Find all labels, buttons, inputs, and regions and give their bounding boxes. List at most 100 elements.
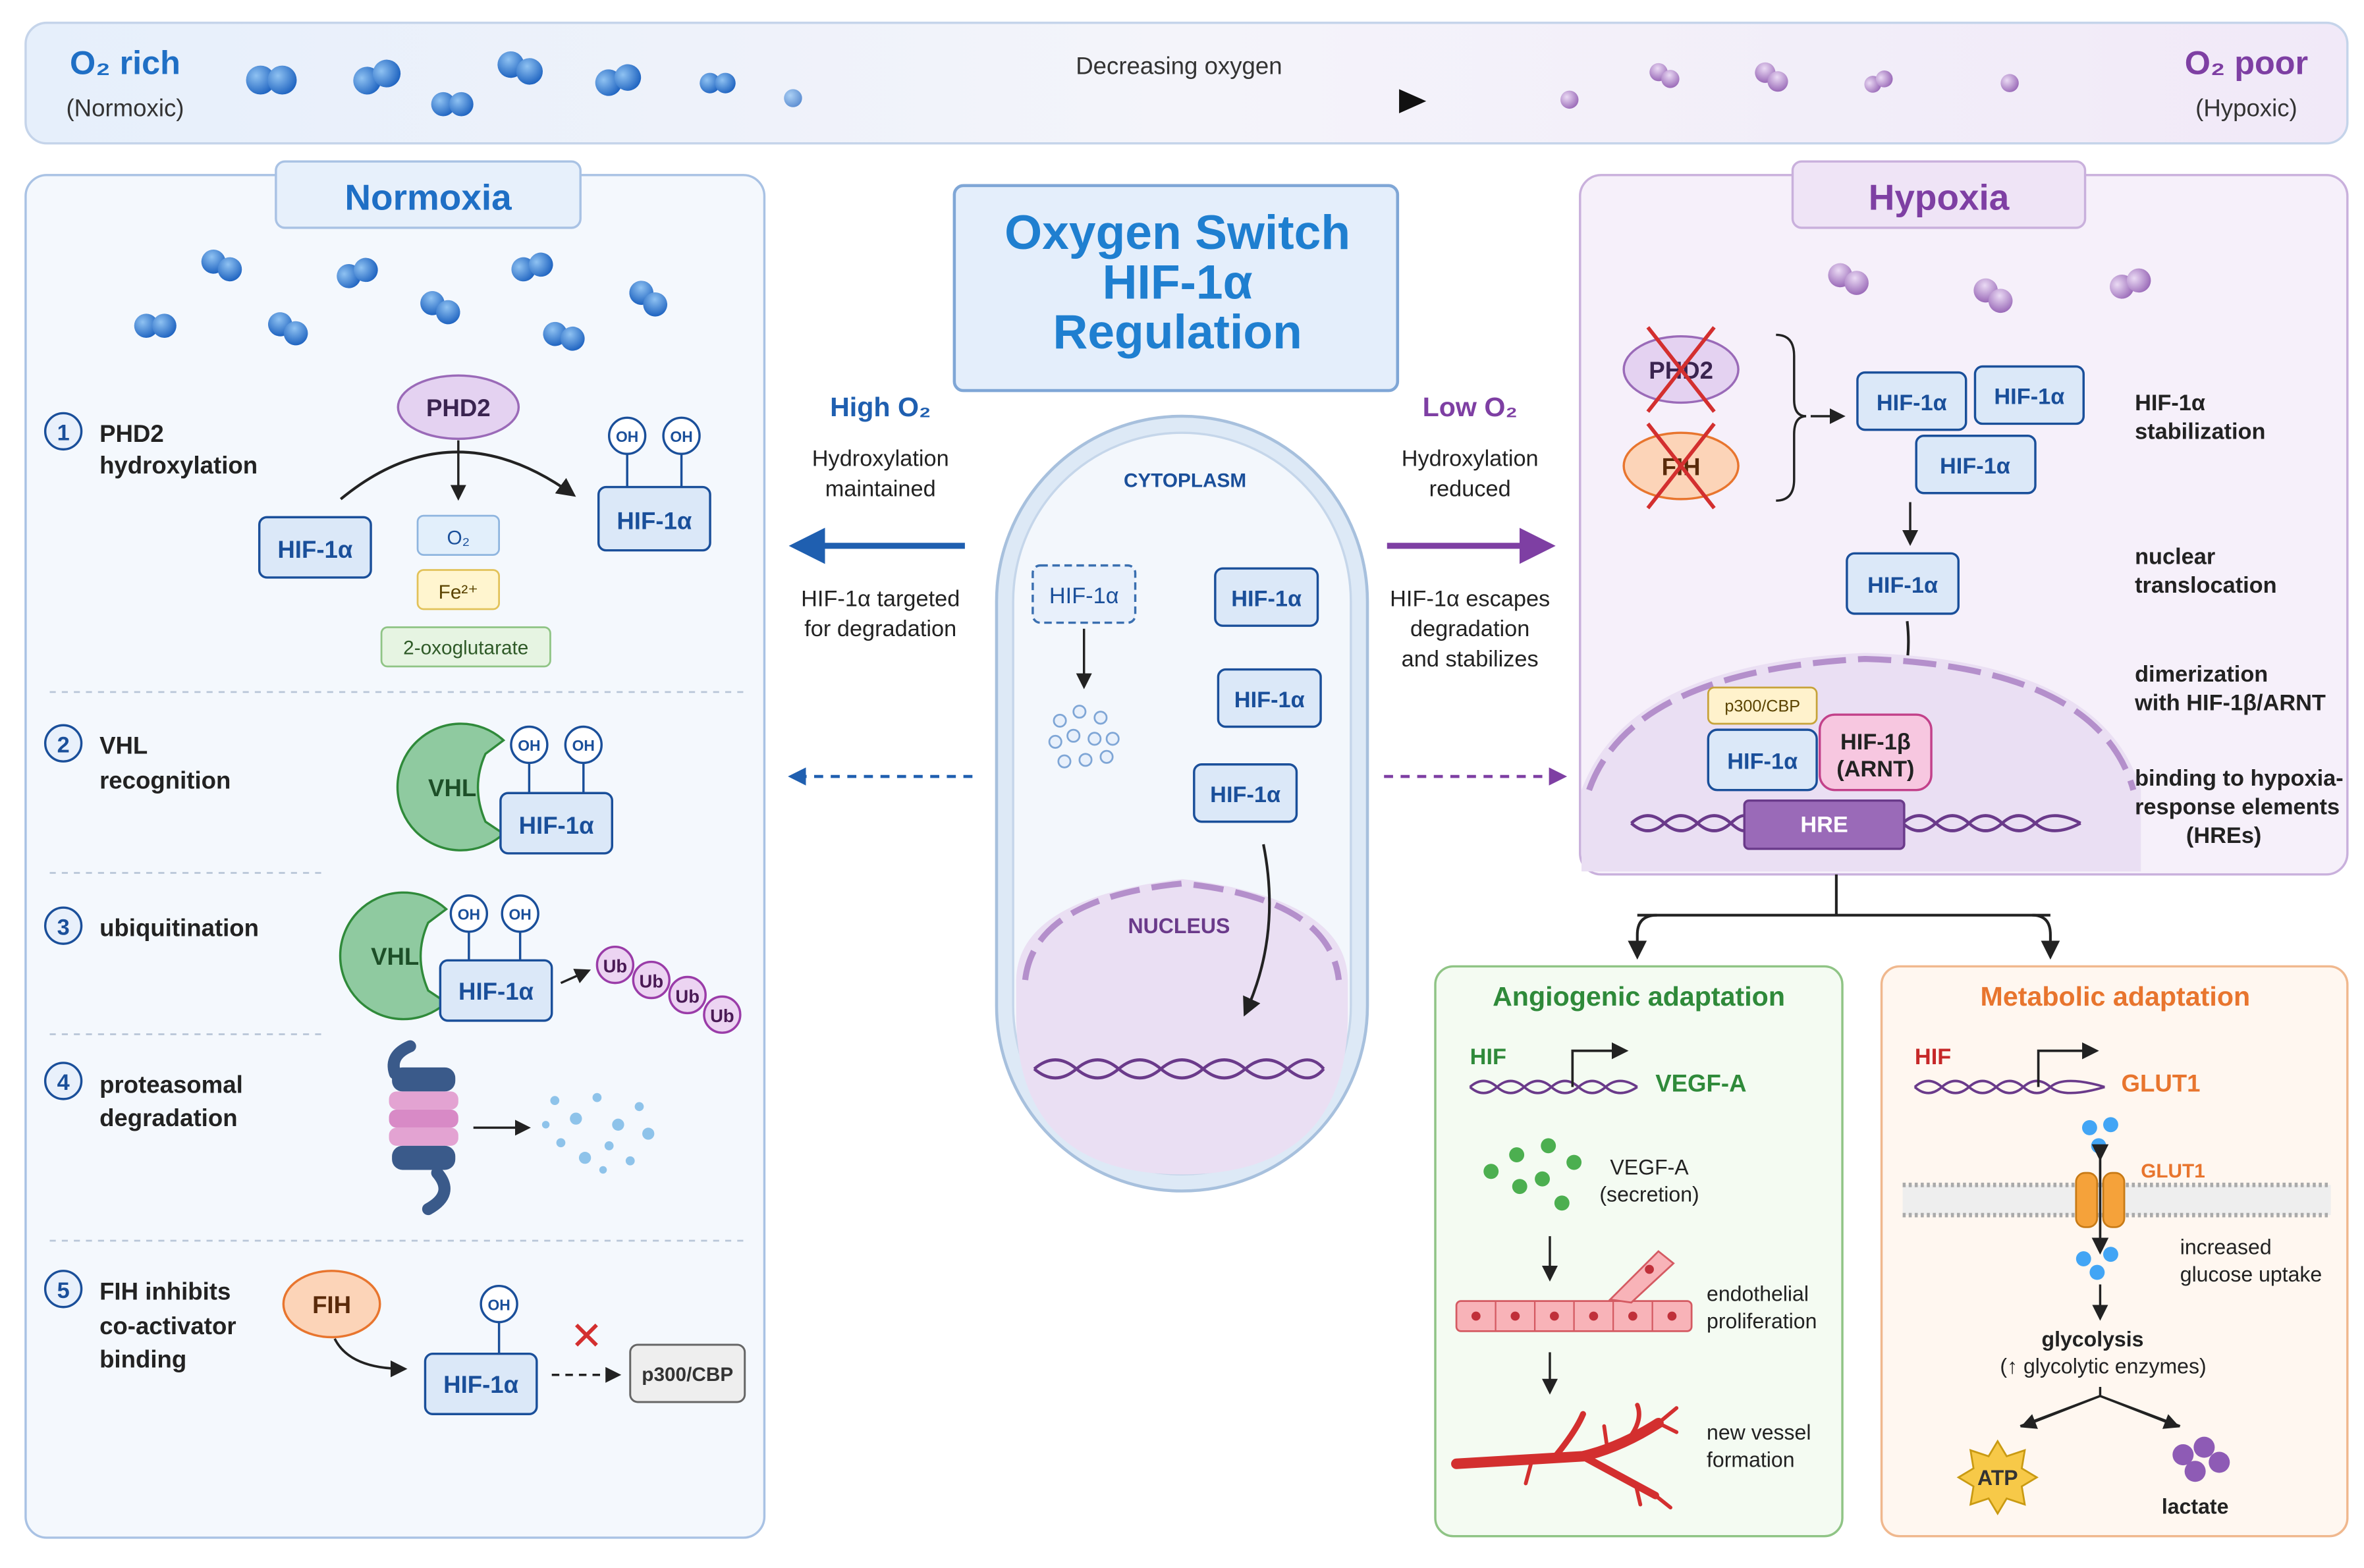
angiogenic-panel: Angiogenic adaptation HIF VEGF-A VEGF-A … (1434, 965, 1844, 1538)
phd2-enzyme (397, 374, 520, 441)
high-o2-label: High O₂ (830, 392, 931, 422)
step-label: PHD2 (99, 420, 164, 447)
step-label: co-activator (99, 1312, 236, 1339)
proliferation-label: endothelial (1707, 1282, 1809, 1306)
hif1a-label: HIF-1α (1877, 391, 1947, 416)
vessel-formation-label: formation (1707, 1447, 1795, 1471)
metabolic-panel: Metabolic adaptation HIF GLUT1 GLUT1 inc… (1880, 965, 2349, 1538)
fragments-icon (1048, 705, 1120, 769)
dna-icon (1469, 1079, 1638, 1095)
step-1-phd2-hydroxylation: 1 PHD2 hydroxylation PHD2 HIF-1α O₂ Fe²⁺… (43, 374, 711, 668)
stabilization-label: HIF-1α (2135, 391, 2205, 416)
hydroxyl-group (501, 894, 539, 933)
glut1-transporter (2075, 1172, 2099, 1228)
high-o2-fate: for degradation (804, 616, 956, 641)
inhibited-x-icon (1646, 326, 1716, 413)
metabolic-title: Metabolic adaptation (1981, 981, 2251, 1012)
o2-poor-subtitle: (Hypoxic) (2195, 95, 2297, 122)
hydroxyl-group (662, 416, 701, 455)
p300-label: p300/CBP (642, 1364, 733, 1386)
new-vessel-icon (1451, 1403, 1679, 1510)
glut1-transporter (2102, 1172, 2126, 1228)
hif1a-label: HIF-1α (277, 536, 353, 563)
high-o2-description: maintained (825, 476, 936, 501)
o2-rich-subtitle: (Normoxic) (66, 95, 184, 122)
low-o2-description: reduced (1429, 476, 1511, 501)
p300-cbp-coactivator (629, 1343, 746, 1403)
translocation-label: translocation (2135, 573, 2277, 598)
hif1a-label: HIF-1α (1234, 688, 1305, 713)
hif1a-protein (439, 959, 553, 1022)
oxygen-atom-icon (1560, 90, 1579, 109)
ubiquitin-icon (668, 975, 707, 1015)
dimerization-label: with HIF-1β/ARNT (2134, 690, 2326, 715)
normoxia-title-box (275, 160, 582, 229)
hydroxyl-group (510, 725, 549, 765)
center-column: Oxygen Switch HIF-1α Regulation High O₂ … (788, 184, 1568, 1193)
hydroxyl-group (564, 725, 603, 765)
fih-label: FIH (312, 1291, 351, 1318)
inhibited-x-icon (1646, 422, 1716, 510)
branch-lines (1637, 874, 2050, 917)
hif1a-protein (258, 516, 372, 579)
transcription-arrow (1571, 1042, 1629, 1087)
dna-icon (1913, 1079, 2105, 1095)
step-4-proteasomal-degradation: 4 proteasomal degradation (43, 1040, 655, 1216)
oh-label: OH (487, 1296, 510, 1313)
lactate-label: lactate (2162, 1494, 2229, 1518)
step-number-badge (43, 412, 83, 451)
ub-label: Ub (640, 971, 664, 992)
iron-cofactor (416, 569, 501, 610)
o2-poor-title: O₂ poor (2185, 43, 2308, 81)
high-o2-fate: HIF-1α targeted (801, 586, 960, 611)
hre-label: HRE (1800, 813, 1848, 838)
glycolysis-label: glycolysis (2042, 1327, 2144, 1351)
ubiquitin-icon (595, 945, 635, 985)
vhl-label: VHL (428, 774, 476, 801)
transcription-arrow (2037, 1042, 2099, 1087)
hif1a-label: HIF-1α (1994, 385, 2064, 410)
cell-diagram: CYTOPLASM NUCLEUS HIF-1α HIF-1α HIF-1α H… (995, 414, 1369, 1193)
ub-label: Ub (710, 1006, 734, 1026)
step-label: hydroxylation (99, 452, 258, 479)
vegf-gene-label: VEGF-A (1655, 1069, 1746, 1096)
vessel-formation-label: new vessel (1707, 1420, 1811, 1444)
nuclear-import-arrow (1243, 844, 1271, 1017)
hre-binding-label: response elements (2135, 794, 2340, 819)
step-number: 4 (57, 1070, 70, 1095)
stable-hif1a (1217, 668, 1322, 728)
hypoxia-panel: Hypoxia PHD2 FIH HIF-1α HIF-1α HIF-1α HI… (1579, 160, 2349, 876)
vegf-molecules-icon (1483, 1138, 1582, 1211)
step-label: VHL (99, 732, 148, 759)
vegf-secretion-label: VEGF-A (1610, 1155, 1689, 1179)
step-5-fih-inhibition: 5 FIH inhibits co-activator binding FIH … (43, 1270, 746, 1415)
hif1b-label: (ARNT) (1836, 757, 1914, 782)
stable-hif1a (1973, 365, 2085, 425)
glucose-uptake-label: glucose uptake (2180, 1262, 2322, 1286)
low-o2-description: Hydroxylation (1402, 446, 1539, 472)
oh-label: OH (616, 428, 638, 445)
degrading-hif1a (1031, 564, 1137, 624)
endothelial-cells-icon (1455, 1250, 1693, 1332)
normoxia-panel: Normoxia 1 PHD2 hydroxylation PHD2 HIF-1… (24, 160, 766, 1539)
oxoglutarate-label: 2-oxoglutarate (403, 637, 528, 659)
hypoxia-title: Hypoxia (1869, 176, 2010, 217)
angiogenic-title: Angiogenic adaptation (1493, 981, 1785, 1012)
oxygen-gradient-bar: O₂ rich (Normoxic) Decreasing oxygen O₂ … (24, 21, 2349, 145)
oxoglutarate-cofactor (380, 626, 551, 668)
p300-cbp-coactivator (1707, 686, 1818, 725)
glycolysis-label: (↑ glycolytic enzymes) (2000, 1354, 2206, 1378)
hif-label: HIF (1470, 1044, 1506, 1069)
vhl-protein (339, 891, 449, 1021)
hre-binding-label: binding to hypoxia- (2135, 766, 2344, 791)
ubiquitin-arrow (560, 969, 591, 985)
oh-label: OH (518, 737, 540, 754)
normoxia-title: Normoxia (344, 176, 512, 217)
step-number-badge (43, 1270, 83, 1309)
translocation-label: nuclear (2135, 544, 2215, 569)
hif1a-label: HIF-1α (1231, 586, 1302, 611)
hif1a-protein (424, 1352, 538, 1415)
ub-label: Ub (603, 956, 628, 977)
low-o2-fate: HIF-1α escapes (1390, 586, 1550, 611)
